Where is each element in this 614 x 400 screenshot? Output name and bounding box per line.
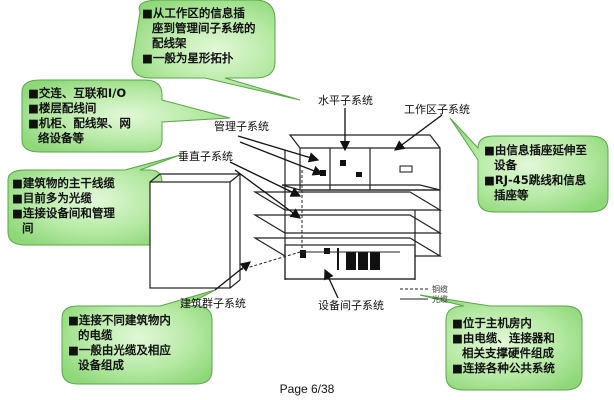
label-horizontal-subsystem: 水平子系统: [318, 94, 373, 107]
legend-lines: [400, 288, 428, 300]
callout-campus: ■连接不同建筑物内 的电缆 ■一般由光缆及相应 设备组成: [68, 313, 171, 372]
bubble-equipment: [419, 294, 583, 391]
callout-work-to-mgmt: ■从工作区的信息插 座到管理间子系统的 配线架 ■一般为星形拓扑: [142, 6, 256, 65]
label-campus-subsystem: 建筑群子系统: [180, 297, 246, 310]
label-management-subsystem: 管理子系统: [214, 120, 269, 133]
bubble-work-area: [449, 117, 609, 213]
callout-backbone: ■建筑物的主干线缆 ■目前多为光缆 ■连接设备间和管理 间: [12, 176, 115, 235]
pointer-lines: [214, 108, 443, 299]
label-vertical-subsystem: 垂直子系统: [178, 150, 233, 163]
legend-fiber: 光缆: [432, 295, 448, 304]
callout-work-area: ■由信息插座延伸至 设备 ■RJ-45跳线和信息 插座等: [484, 143, 587, 202]
bubble-management: [21, 79, 231, 153]
callout-management: ■交连、互联和I/O ■楼层配线间 ■机柜、配线架、网 络设备等: [28, 86, 131, 145]
legend-copper: 铜缆: [432, 285, 448, 294]
label-equipment-room-subsystem: 设备间子系统: [318, 299, 384, 312]
label-work-area-subsystem: 工作区子系统: [404, 103, 470, 116]
page-number: Page 6/38: [279, 382, 335, 396]
campus-building: [149, 173, 241, 289]
bubble-campus: [61, 289, 216, 385]
bubble-work-to-mgmt: [131, 0, 301, 101]
callout-equipment: ■位于主机房内 ■由电缆、连接器和 相关支撑硬件组成 ■连接各种公共系统: [452, 316, 555, 375]
